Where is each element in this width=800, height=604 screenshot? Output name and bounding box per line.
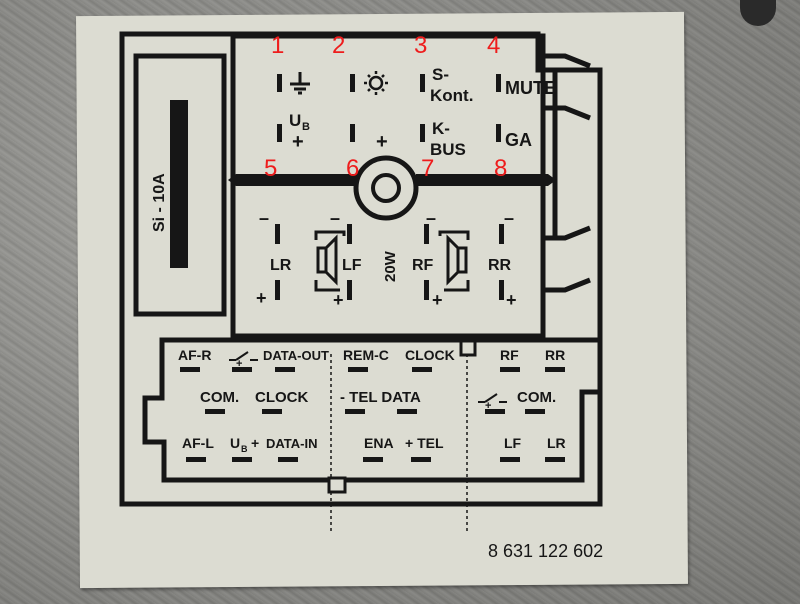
com-right-label: COM. <box>517 389 556 406</box>
connector-key-top <box>459 339 477 357</box>
af-l-label: AF-L <box>182 435 214 451</box>
divider-right <box>416 174 556 186</box>
ub-connector-plus: + <box>251 435 259 451</box>
ga-label: GA <box>505 130 532 150</box>
switch-plus-left: + <box>236 358 242 370</box>
pin-number-6: 6 <box>346 155 359 182</box>
data-out-label: DATA-OUT <box>263 348 329 363</box>
switch-icon-right <box>478 393 507 403</box>
center-circle-outer <box>353 155 419 221</box>
amplifier-power-label: 20W <box>382 250 399 282</box>
ground-icon <box>290 72 310 95</box>
fuse-box <box>133 53 227 317</box>
speaker-pin-marks <box>275 224 504 300</box>
connector-key-bottom <box>327 476 347 494</box>
ub-connector-subscript: B <box>241 444 248 454</box>
right-comb <box>542 53 591 293</box>
part-number: 8 631 122 602 <box>488 541 603 561</box>
kbus-label-1: K- <box>432 119 450 138</box>
pin-number-2: 2 <box>332 32 345 59</box>
lf-connector-label: LF <box>504 435 522 451</box>
lr-connector-label: LR <box>547 435 566 451</box>
divider-left <box>228 174 358 186</box>
rem-c-label: REM-C <box>343 347 389 363</box>
speaker-plus-lf: + <box>333 290 344 310</box>
fuse-element <box>170 100 188 268</box>
pin-number-3: 3 <box>414 32 427 59</box>
speaker-plus-rr: + <box>506 290 517 310</box>
pin-number-5: 5 <box>264 155 277 182</box>
rr-connector-label: RR <box>545 347 565 363</box>
rf-connector-label: RF <box>500 347 519 363</box>
switch-icon-left <box>229 351 258 361</box>
bottom-connector-frame <box>142 337 603 483</box>
speaker-lf-label: LF <box>342 257 362 274</box>
pin-number-8: 8 <box>494 155 507 182</box>
fuse-label: Si - 10A <box>151 173 168 232</box>
left-speaker-icon <box>314 230 346 292</box>
light-icon <box>364 71 388 95</box>
clock-left-label: CLOCK <box>255 389 308 406</box>
s-kont-label-2: Kont. <box>430 86 473 105</box>
connector-pin-marks <box>180 367 565 462</box>
mute-label: MUTE <box>505 78 556 98</box>
speaker-plus-rf: + <box>432 290 443 310</box>
speaker-minus-lf: – <box>330 208 340 228</box>
pin-number-1: 1 <box>271 32 284 59</box>
ena-label: ENA <box>364 435 394 451</box>
com-left-label: COM. <box>200 389 239 406</box>
speaker-minus-lr: – <box>259 208 269 228</box>
ub-connector-label: U <box>230 435 240 451</box>
tel-label: + TEL <box>405 435 444 451</box>
top-pin-marks <box>277 74 501 142</box>
right-speaker-icon <box>438 230 470 292</box>
clock-mid-label: CLOCK <box>405 347 455 363</box>
kbus-label-2: BUS <box>430 140 466 159</box>
speaker-rf-label: RF <box>412 257 434 274</box>
terminal-30-plus-label: + <box>376 131 388 153</box>
data-in-label: DATA-IN <box>266 436 318 451</box>
ub-label: U <box>289 111 301 130</box>
speaker-minus-rr: – <box>504 208 514 228</box>
speaker-minus-rf: – <box>426 208 436 228</box>
af-r-label: AF-R <box>178 347 211 363</box>
s-kont-label-1: S- <box>432 65 449 84</box>
pin-number-7: 7 <box>421 155 434 182</box>
speaker-plus-lr: + <box>256 288 267 308</box>
ub-subscript: B <box>302 121 310 133</box>
tel-data-label: - TEL DATA <box>340 389 421 406</box>
switch-plus-right: + <box>485 400 491 412</box>
ub-plus-label: + <box>292 131 304 153</box>
pin-number-4: 4 <box>487 32 500 59</box>
speaker-lr-label: LR <box>270 257 292 274</box>
speaker-rr-label: RR <box>488 257 512 274</box>
center-circle-inner <box>371 173 401 203</box>
